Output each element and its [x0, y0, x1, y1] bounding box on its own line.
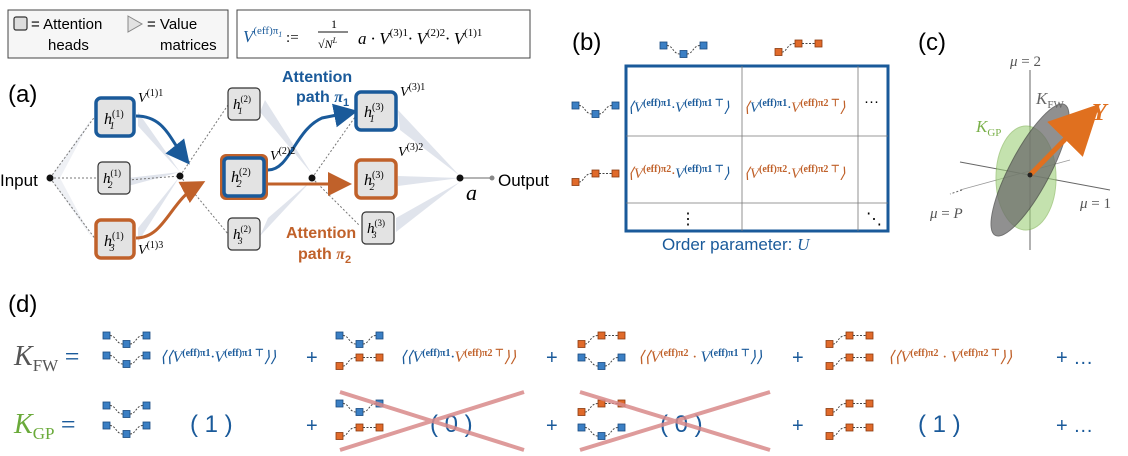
panel-b-label: (b)	[572, 29, 601, 56]
kgp-cross-2	[339, 390, 525, 452]
legend: = Attention heads = Value matrices	[7, 9, 229, 59]
kfw-term-2: ⟨⟨V(eff)π1·V(eff)π2 ⊤⟩⟩	[335, 331, 517, 370]
v31-label: V(3)1	[400, 82, 425, 100]
kgp-ellipsis: + …	[1056, 415, 1093, 437]
kgp-term-1	[102, 401, 151, 438]
cell-21: ⟨V(eff)π2·V(eff)π1 ⊤⟩	[628, 164, 730, 182]
kfw-row-label: KFW =	[13, 341, 79, 375]
cell-31: ⋮	[680, 211, 696, 228]
mu1-label: μ = 1	[1079, 196, 1111, 212]
cell-11: ⟨V(eff)π1·V(eff)π1 ⊤⟩	[628, 98, 730, 116]
kgp-term-4	[825, 399, 874, 440]
kfw-plus-3: +	[792, 347, 804, 369]
panel-a: (a)	[0, 69, 549, 266]
v32-label: V(3)2	[398, 142, 423, 160]
kgp-term-3	[577, 399, 626, 440]
row-header-path1-icon	[571, 101, 620, 118]
svg-text:⟨⟨V(eff)π2 · V(eff)π1 ⊤⟩⟩: ⟨⟨V(eff)π2 · V(eff)π1 ⊤⟩⟩	[638, 348, 763, 366]
panel-d: (d) KFW = ⟨⟨V(eff)π1·V(eff)π1 ⊤⟩⟩ + ⟨⟨V(…	[8, 291, 1093, 452]
cell-13: ···	[864, 93, 879, 110]
head-h2-3: h(3)2	[354, 158, 398, 200]
column-header-path2-icon	[774, 39, 823, 56]
order-parameter-caption: Order parameter: U	[662, 235, 811, 254]
head-h3-3: h(3)3	[361, 211, 395, 245]
head-h1-1: h(1)1	[94, 96, 136, 138]
kgp-value-1: ( 1 )	[190, 411, 233, 438]
panel-b: (b) ⟨V(eff)π1·V(eff)π1 ⊤⟩ ⟨V(eff)π1·V(ef…	[571, 29, 890, 254]
y-vector	[1028, 103, 1101, 177]
order-parameter-matrix	[624, 64, 890, 233]
kfw-plus-1: +	[306, 347, 318, 369]
head-h3-1: h(1)3	[94, 218, 136, 260]
input-node	[46, 174, 54, 182]
value-matrix-icon	[127, 15, 144, 33]
sum-node-1	[176, 172, 184, 180]
kgp-cross-3	[579, 390, 771, 452]
output-label: Output	[498, 171, 549, 190]
head-h2-2: h(2)2	[220, 154, 268, 200]
legend-value-line2: matrices	[160, 37, 217, 54]
input-label: Input	[0, 171, 38, 190]
path-pi1-segment-2	[267, 103, 358, 172]
sum-node-2	[308, 174, 316, 182]
row-header-path2-icon	[571, 169, 620, 186]
cell-33: ⋱	[866, 211, 882, 228]
column-header-path1-icon	[659, 41, 708, 58]
path1-label-line2: path π1	[296, 89, 349, 109]
panel-c: (c) μ = 2 μ = 1 μ = P KFW KGP Y	[918, 29, 1111, 250]
formula-frac-num: 1	[331, 17, 337, 31]
output-symbol: a	[466, 180, 477, 205]
kfw-term-1: ⟨⟨V(eff)π1·V(eff)π1 ⊤⟩⟩	[102, 331, 277, 368]
head-h1-3: h(3)1	[354, 90, 398, 132]
path-pi2-segment-1	[135, 181, 206, 240]
panel-c-label: (c)	[918, 29, 946, 56]
v11-label: V(1)1	[138, 88, 163, 106]
kgp-plus-2: +	[546, 415, 558, 437]
cell-12: ⟨V(eff)π1·V(eff)π2 ⊤⟩	[744, 98, 846, 116]
path-pi1-segment-1	[135, 114, 190, 165]
formula-rhs: a · V(3)1· V(2)2· V(1)1	[358, 27, 482, 48]
kgp-plus-3: +	[792, 415, 804, 437]
kgp-label: KGP	[975, 117, 1001, 139]
kgp-plus-1: +	[306, 415, 318, 437]
kfw-ellipsis: + …	[1056, 347, 1093, 369]
muP-label: μ = P	[929, 206, 963, 222]
path2-label-line2: path π2	[298, 246, 351, 266]
svg-text:⟨⟨V(eff)π1·V(eff)π2 ⊤⟩⟩: ⟨⟨V(eff)π1·V(eff)π2 ⊤⟩⟩	[400, 348, 517, 366]
kfw-term-4: ⟨⟨V(eff)π2 · V(eff)π2 ⊤⟩⟩	[825, 331, 1013, 370]
cell-22: ⟨V(eff)π2·V(eff)π2 ⊤⟩	[744, 164, 846, 182]
output-node	[456, 174, 464, 182]
kfw-term-3: ⟨⟨V(eff)π2 · V(eff)π1 ⊤⟩⟩	[577, 331, 763, 370]
formula-box: V(eff)π1 := 1 √NL a · V(3)1· V(2)2· V(1)…	[236, 9, 531, 59]
panel-a-label: (a)	[8, 81, 37, 108]
kfw-plus-2: +	[546, 347, 558, 369]
svg-text:⟨⟨V(eff)π2 · V(eff)π2 ⊤⟩⟩: ⟨⟨V(eff)π2 · V(eff)π2 ⊤⟩⟩	[888, 348, 1013, 366]
head-h3-2: h(2)3	[227, 217, 261, 251]
svg-text:⟨⟨V(eff)π1·V(eff)π1 ⊤⟩⟩: ⟨⟨V(eff)π1·V(eff)π1 ⊤⟩⟩	[160, 348, 277, 366]
head-h1-2: h(2)1	[227, 87, 261, 121]
legend-heads-line1: = Attention	[31, 16, 102, 33]
path1-label-line1: Attention	[282, 69, 352, 86]
panel-d-label: (d)	[8, 291, 37, 318]
kgp-row-label: KGP =	[13, 409, 76, 443]
path2-label-line1: Attention	[286, 225, 356, 242]
legend-heads-line2: heads	[48, 37, 89, 54]
kgp-term-2	[335, 399, 384, 440]
legend-value-line1: = Value	[147, 16, 197, 33]
kgp-value-4: ( 1 )	[918, 411, 961, 438]
y-label: Y	[1092, 100, 1109, 126]
kfw-label: KFW	[1035, 89, 1064, 111]
attention-head-icon	[13, 16, 28, 31]
output-end-dot	[489, 175, 495, 181]
v13-label: V(1)3	[138, 240, 163, 258]
mu2-label: μ = 2	[1009, 54, 1041, 70]
head-h2-1: h(1)2	[97, 161, 131, 195]
